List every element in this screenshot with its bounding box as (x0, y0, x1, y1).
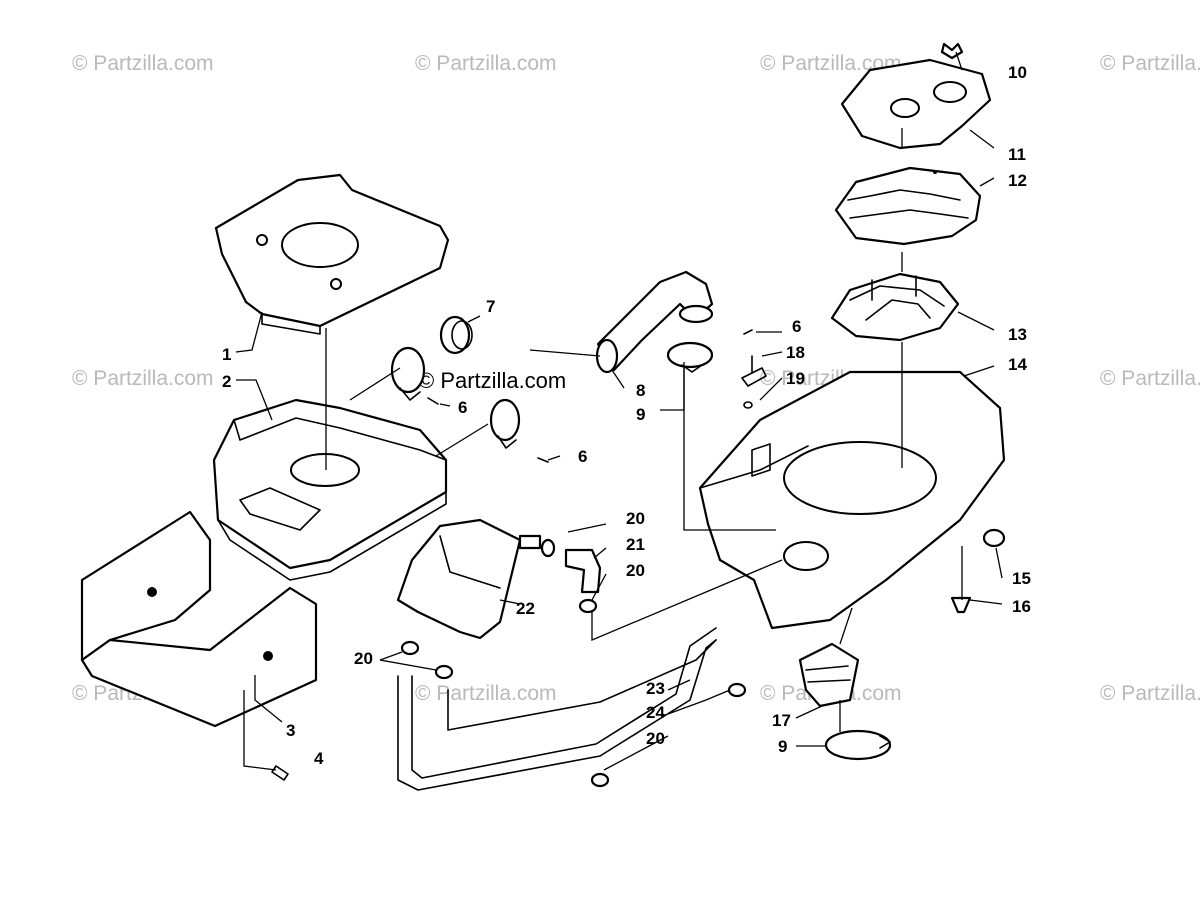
callout-6: 6 (792, 317, 801, 336)
part-elbow-hose (564, 548, 602, 594)
callout-6: 6 (578, 447, 587, 466)
callout-18: 18 (786, 343, 805, 362)
watermark: © Partzilla.com (1100, 682, 1200, 705)
callout-4: 4 (314, 749, 324, 768)
callout-9: 9 (636, 405, 645, 424)
callout-24: 24 (646, 703, 665, 722)
callout-23: 23 (646, 679, 665, 698)
callout-8: 8 (636, 381, 645, 400)
part-clamp-9-top (666, 341, 714, 373)
callout-20: 20 (626, 561, 645, 580)
part-hose-clamp (590, 772, 610, 788)
part-hose-clamp (434, 664, 454, 680)
leader-lines (235, 51, 1003, 771)
watermark: © Partzilla.com (1100, 367, 1200, 390)
part-foam-filter (834, 166, 982, 246)
callout-19: 19 (786, 369, 805, 388)
callout-11: 11 (1008, 145, 1026, 164)
callout-1: 1 (222, 345, 231, 364)
watermark: © Partzilla.com (72, 52, 214, 75)
part-screw-6c (743, 329, 753, 335)
watermark: © Partzilla.com (72, 367, 214, 390)
callout-15: 15 (1012, 569, 1031, 588)
part-hose-clamp (540, 538, 556, 558)
watermark: © Partzilla.com (415, 682, 557, 705)
part-airbox-cover (214, 173, 450, 335)
part-drain-reservoir (396, 518, 542, 640)
part-intake-boot (798, 642, 860, 708)
part-drain-hose (397, 627, 717, 791)
callout-14: 14 (1008, 355, 1027, 374)
callout-2: 2 (222, 372, 231, 391)
watermark-center: © Partzilla.com (418, 368, 566, 393)
part-screw-6a (427, 397, 439, 405)
part-heat-shield (80, 510, 318, 728)
callout-10: 10 (1008, 63, 1027, 82)
callout-13: 13 (1008, 325, 1027, 344)
part-clamp-upper (390, 346, 426, 401)
callout-12: 12 (1008, 171, 1027, 190)
part-silencer-box (698, 370, 1006, 630)
callout-17: 17 (772, 711, 791, 730)
callout-16: 16 (1012, 597, 1031, 616)
callout-9: 9 (778, 737, 787, 756)
part-washer (743, 401, 753, 409)
part-clamp-9-lower (824, 729, 892, 761)
callout-6: 6 (458, 398, 467, 417)
part-filter-cage (830, 272, 960, 342)
part-grommet (982, 528, 1006, 548)
part-screw (243, 690, 289, 781)
part-hose-clamp (400, 640, 420, 656)
part-screw-6b (537, 457, 549, 463)
part-airbox (212, 398, 448, 581)
callout-labels: 1 2 3 4 6 6 6 7 8 9 9 10 11 12 13 14 15 … (222, 63, 1031, 768)
part-clamp-lower (489, 398, 521, 449)
part-push-rivet (950, 596, 972, 614)
part-boot (439, 315, 473, 355)
callout-3: 3 (286, 721, 295, 740)
part-intake-duct (595, 270, 714, 374)
watermark: © Partzilla.com (415, 52, 557, 75)
callout-20: 20 (646, 729, 665, 748)
part-wing-nut (940, 42, 964, 60)
part-bracket (741, 355, 767, 387)
part-hose-clamp (578, 598, 598, 614)
part-hose-clamp (727, 682, 747, 698)
watermark: © Partzilla.com (1100, 52, 1200, 75)
callout-21: 21 (626, 535, 645, 554)
callout-22: 22 (516, 599, 535, 618)
callout-20: 20 (354, 649, 373, 668)
callout-7: 7 (486, 297, 495, 316)
part-filter-cover (840, 58, 992, 150)
watermark: © Partzilla.com (760, 52, 902, 75)
callout-20: 20 (626, 509, 645, 528)
